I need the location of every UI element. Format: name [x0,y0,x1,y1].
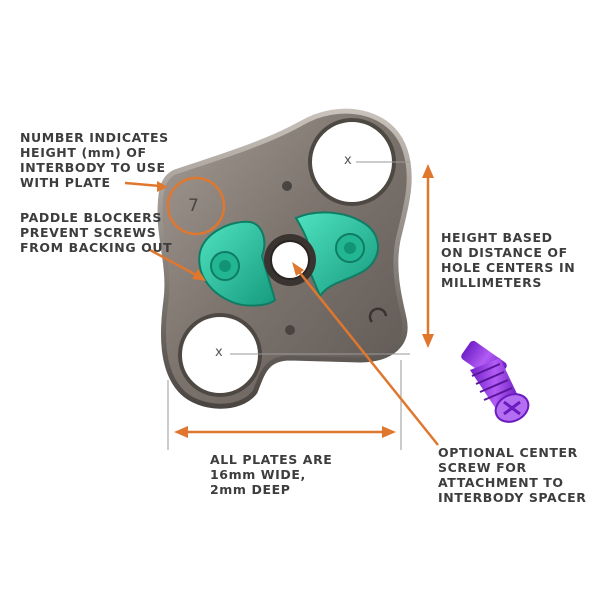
bottom-screw-hole [178,313,262,397]
callout-number-indicates: NUMBER INDICATES HEIGHT (mm) OF INTERBOD… [20,130,169,190]
callout-all-plates: ALL PLATES ARE 16mm WIDE, 2mm DEEP [210,452,333,497]
callout-height-based: HEIGHT BASED ON DISTANCE OF HOLE CENTERS… [441,230,576,290]
callout-optional-screw: OPTIONAL CENTER SCREW FOR ATTACHMENT TO … [438,445,587,505]
plate-number: 7 [188,196,199,216]
top-hole-center-marker: x [344,153,352,168]
callout-paddle-blockers: PADDLE BLOCKERS PREVENT SCREWS FROM BACK… [20,210,173,255]
center-screw-image [461,340,530,423]
arrows [124,164,439,446]
bone-plate-image [157,108,412,409]
number-highlight-circle [166,176,226,236]
bottom-hole-center-marker: x [215,345,223,360]
